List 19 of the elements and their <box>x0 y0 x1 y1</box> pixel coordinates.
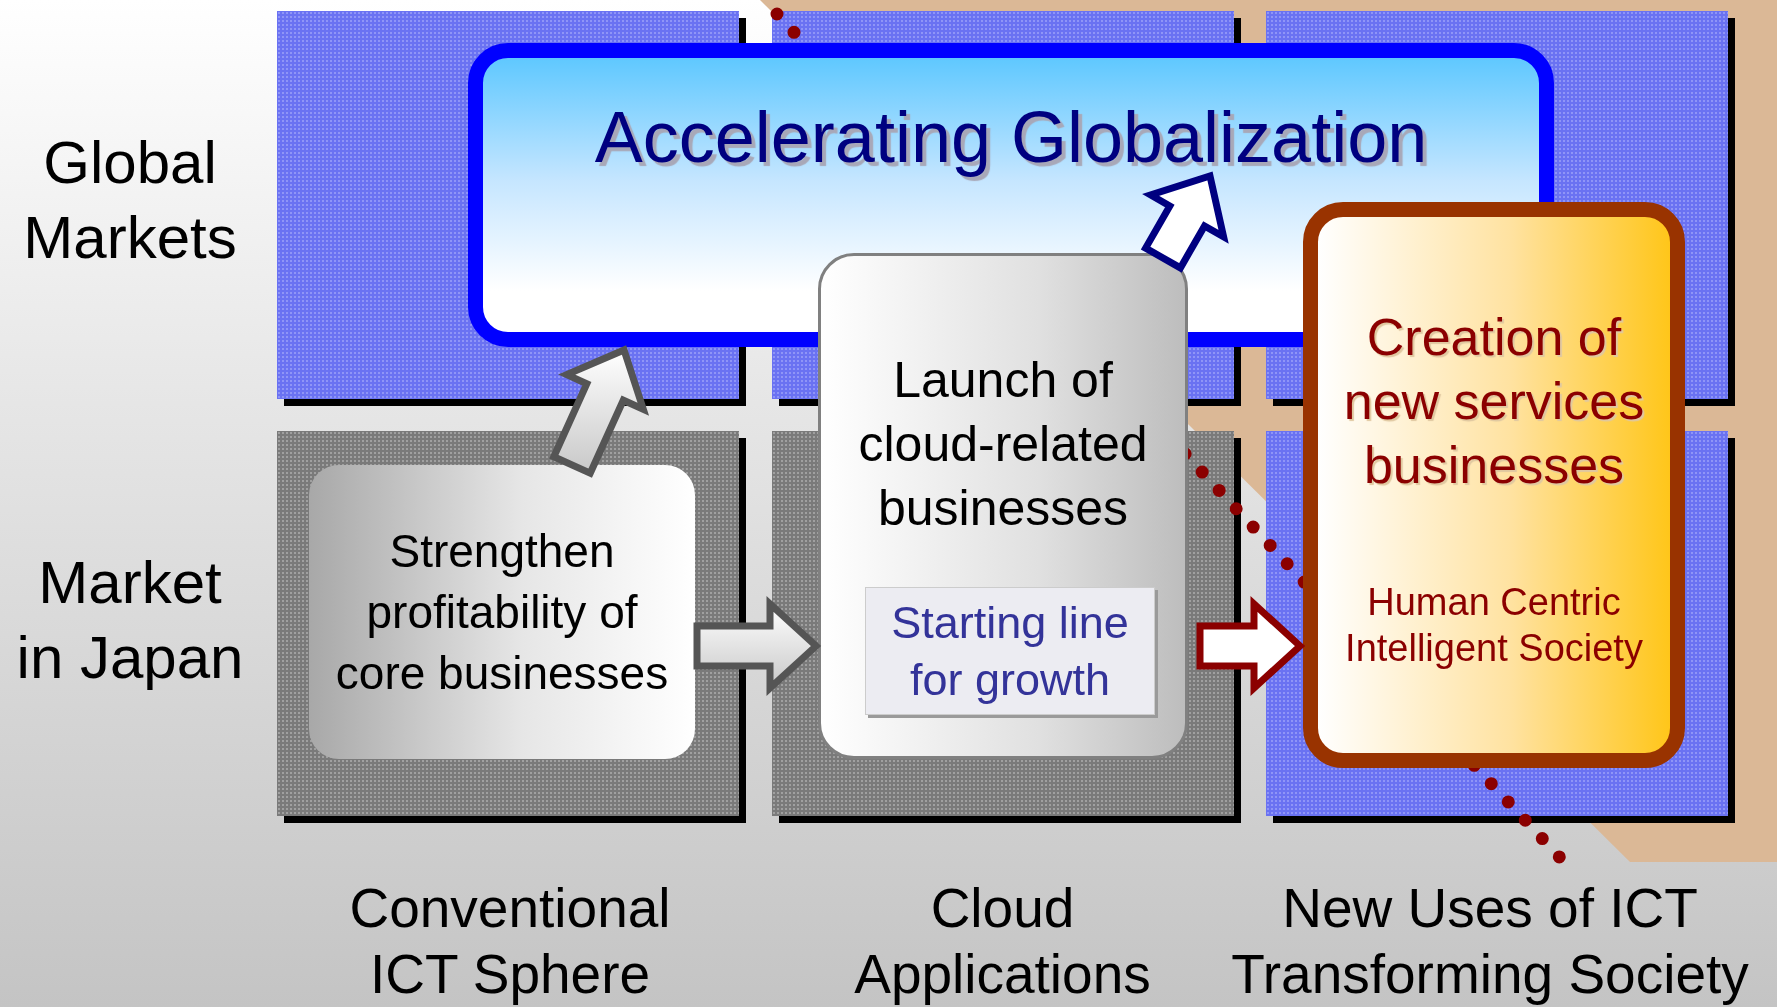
block-arrow <box>1140 171 1229 273</box>
box-title: Creation of new services businesses <box>1342 307 1646 496</box>
box-title: Strengthen profitability of core businesses <box>334 523 670 701</box>
box-subtitle: Human Centric Intelligent Society <box>1344 580 1644 671</box>
box-title: Accelerating Globalization <box>594 96 1428 178</box>
highlight-box <box>865 587 1155 715</box>
block-arrow <box>549 345 650 478</box>
box-title: Starting line for growth <box>890 596 1130 707</box>
process-box <box>309 465 695 759</box>
process-box <box>818 253 1188 759</box>
row-column-label: New Uses of ICT Transforming Society <box>1230 876 1750 1007</box>
row-column-label: Global Markets <box>22 128 238 273</box>
goal-box <box>1303 202 1685 768</box>
row-column-label: Market in Japan <box>15 548 245 693</box>
block-arrow <box>1196 596 1306 696</box>
row-column-label: Conventional ICT Sphere <box>348 876 672 1007</box>
row-column-label: Cloud Applications <box>853 876 1152 1007</box>
block-arrow <box>693 596 822 696</box>
box-title: Launch of cloud-related businesses <box>857 351 1149 538</box>
